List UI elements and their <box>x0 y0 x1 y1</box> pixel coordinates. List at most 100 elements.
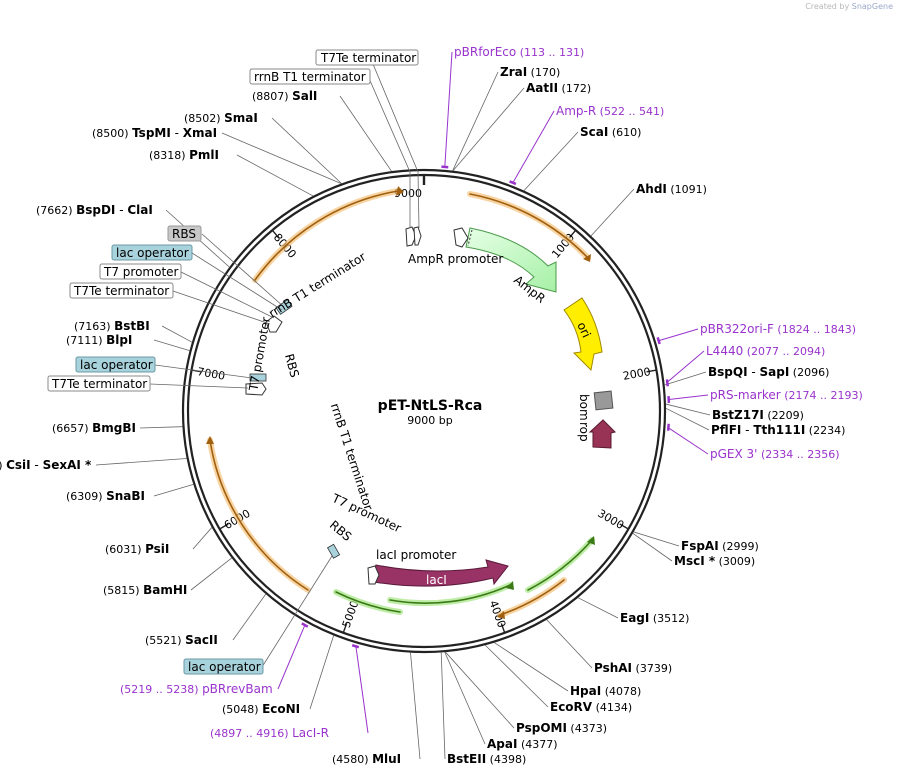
site-leader <box>452 87 525 172</box>
primer: pGEX 3' (2334 .. 2356) <box>666 423 840 461</box>
backbone-outer <box>181 168 667 654</box>
site-number: (2096) <box>789 366 829 379</box>
restriction-site: EagI (3512) <box>577 597 689 625</box>
restriction-site: (6467) CsiI - SexAI * <box>0 458 187 472</box>
site-label: MscI * (3009) <box>674 554 755 568</box>
restriction-site: (5048) EcoNI <box>222 635 335 716</box>
primer-label: (4897 .. 4916) LacI-R <box>210 726 329 740</box>
restriction-site: EcoRV (4134) <box>484 644 632 714</box>
site-label: (4580) MluI <box>332 752 401 766</box>
site-name: CsiI <box>6 458 31 472</box>
restriction-site: (7662) BspDI - ClaI <box>36 203 230 268</box>
restriction-site: BstZ17I (2209) <box>665 403 804 422</box>
site-label: (8318) PmlI <box>149 148 219 162</box>
site-label: (5815) BamHI <box>103 583 187 597</box>
green-arc-2-core <box>389 584 511 604</box>
site-dash: - <box>171 126 183 140</box>
site-label: (6657) BmgBI <box>52 421 136 435</box>
primer-leader <box>667 394 709 401</box>
primer-mark <box>656 337 661 345</box>
site-name: PspOMI <box>516 721 567 735</box>
leader <box>191 252 283 311</box>
site-name: PflFI <box>711 423 741 437</box>
site-leader <box>271 117 342 184</box>
site-label: BstEII (4398) <box>447 752 526 766</box>
restriction-site: (8807) SalI <box>252 89 392 172</box>
site-leader <box>139 426 183 429</box>
snapgene-logo: SnapGene <box>851 2 893 11</box>
site-label: ScaI (610) <box>580 125 641 139</box>
small-feature-arrow <box>413 226 422 246</box>
restriction-site: (4580) MluI <box>332 652 421 766</box>
site-leader <box>633 531 680 547</box>
site-number: (4078) <box>601 685 641 698</box>
orf-arc-left <box>207 437 311 593</box>
site-number: (7111) <box>66 334 106 347</box>
site-leader <box>445 651 515 729</box>
primer: L4440 (2077 .. 2094) <box>665 344 825 387</box>
box <box>47 375 151 392</box>
site-leader <box>410 652 421 760</box>
site-label: (6031) PsiI <box>105 542 169 556</box>
site-name: SacII <box>185 633 218 647</box>
site-leader <box>309 635 335 710</box>
site-leader <box>484 644 549 708</box>
site-leader <box>232 593 267 641</box>
box <box>99 263 182 280</box>
site-label: BstZ17I (2209) <box>712 408 804 422</box>
plasmid-length: 9000 bp <box>407 414 452 427</box>
site-name: EcoNI <box>262 702 300 716</box>
primer-label: (5219 .. 5238) pBRrevBam <box>120 682 273 696</box>
rbs-left-label: RBS <box>282 352 302 379</box>
leader <box>149 383 249 389</box>
site-label: EagI (3512) <box>620 611 689 625</box>
bom-label: bom <box>577 394 591 421</box>
restriction-site: (8502) SmaI <box>184 111 342 184</box>
primer-name: L4440 <box>706 344 743 358</box>
site-label: HpaI (4078) <box>570 684 641 698</box>
site-name: PshAI <box>594 661 632 675</box>
restriction-site: MscI * (3009) <box>632 532 755 568</box>
tick-mark <box>646 369 657 373</box>
primer-label: pGEX 3' (2334 .. 2356) <box>710 447 840 461</box>
box <box>249 68 371 85</box>
site-number: (6031) <box>105 543 145 556</box>
plasmid-name: pET-NtLS-Rca <box>378 398 483 414</box>
tick-label: 3000 <box>595 507 626 532</box>
site-name: ZraI <box>500 65 527 79</box>
site-name: AhdI <box>636 182 667 196</box>
restriction-site: (6309) SnaBI <box>66 483 194 503</box>
site-name-2: ClaI <box>127 203 152 217</box>
tick-label: 2000 <box>622 365 652 383</box>
primer-leader <box>277 623 306 690</box>
leader <box>172 290 271 325</box>
restriction-site: (7111) BlpI <box>66 333 190 352</box>
restriction-site: PshAI (3739) <box>546 619 672 675</box>
restriction-site: HpaI (4078) <box>494 642 641 698</box>
orf-arc-left-core <box>209 439 309 591</box>
site-number: (3009) <box>715 555 755 568</box>
site-leader <box>546 619 593 669</box>
site-label: (7111) BlpI <box>66 333 132 347</box>
primer-range: (4897 .. 4916) <box>210 727 292 740</box>
leader <box>367 75 411 228</box>
primer-label: Amp-R (522 .. 541) <box>556 104 664 118</box>
orf-arc-top-right-core <box>469 193 589 259</box>
t7-promoter-left-label: T7 promoter <box>246 316 273 393</box>
primer-mark <box>301 622 309 628</box>
site-leader <box>221 132 342 184</box>
site-name: BstEII <box>447 752 486 766</box>
tick-mark <box>271 229 280 239</box>
site-number: (4580) <box>332 753 372 766</box>
rbs-bottom-label: RBS <box>327 518 354 544</box>
site-dash: - <box>115 203 127 217</box>
site-number: (8807) <box>252 90 292 103</box>
site-label: (5521) SacII <box>145 633 218 647</box>
site-number: (170) <box>527 66 560 79</box>
site-number: (4377) <box>517 738 557 751</box>
site-label: PspOMI (4373) <box>516 721 607 735</box>
ampr-promoter-arrow <box>453 227 469 248</box>
leader <box>154 364 253 379</box>
primer-mark <box>441 165 449 169</box>
primer-leader <box>666 350 705 384</box>
